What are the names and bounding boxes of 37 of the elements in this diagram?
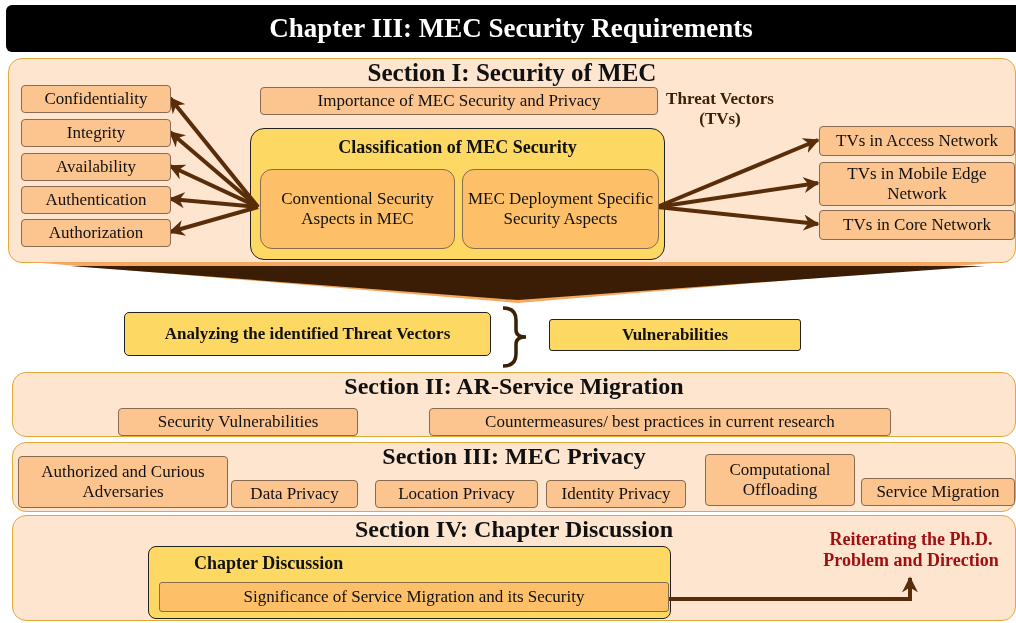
section-panel [12, 515, 1016, 621]
group-box [250, 128, 665, 260]
topic-box: Data Privacy [231, 480, 358, 508]
section-heading: Section III: MEC Privacy [382, 443, 646, 471]
topic-box: Importance of MEC Security and Privacy [260, 87, 658, 115]
section-heading: Classification of MEC Security [338, 137, 577, 158]
topic-box: Analyzing the identified Threat Vectors [124, 312, 491, 356]
topic-box: Security Vulnerabilities [118, 408, 358, 436]
topic-box: Integrity [21, 119, 171, 147]
section-heading: Section IV: Chapter Discussion [354, 516, 673, 544]
topic-box: Authorization [21, 219, 171, 247]
topic-box: Vulnerabilities [549, 319, 801, 351]
topic-box: Significance of Service Migration and its Security [159, 582, 669, 612]
topic-box: Identity Privacy [546, 480, 686, 508]
section-panel [8, 58, 1016, 263]
topic-box: Countermeasures/ best practices in current research [429, 408, 891, 436]
note-text: Reiterating the Ph.D. Problem and Direction [806, 523, 1016, 577]
section-heading: Section II: AR-Service Migration [344, 373, 684, 401]
topic-box: Conventional Security Aspects in MEC [260, 169, 455, 249]
topic-box: MEC Deployment Specific Security Aspects [462, 169, 659, 249]
section-heading: Section I: Security of MEC [367, 59, 657, 88]
section-panel [12, 372, 1016, 437]
topic-box: TVs in Core Network [819, 210, 1015, 240]
topic-box: TVs in Mobile Edge Network [819, 162, 1015, 206]
topic-box: TVs in Access Network [819, 126, 1015, 156]
topic-box: Service Migration [861, 478, 1015, 506]
topic-box: Location Privacy [375, 480, 538, 508]
topic-box: Computational Offloading [705, 454, 855, 506]
group-box [148, 546, 671, 619]
section-heading: Chapter Discussion [194, 553, 344, 574]
section-panel [12, 442, 1016, 512]
topic-box: Authorized and Curious Adversaries [18, 456, 228, 508]
topic-box: Availability [21, 153, 171, 181]
topic-box: Authentication [21, 186, 171, 214]
heading-text: Threat Vectors (TVs) [665, 89, 775, 129]
topic-box: Confidentiality [21, 85, 171, 113]
title-banner: Chapter III: MEC Security Requirements [6, 5, 1016, 52]
